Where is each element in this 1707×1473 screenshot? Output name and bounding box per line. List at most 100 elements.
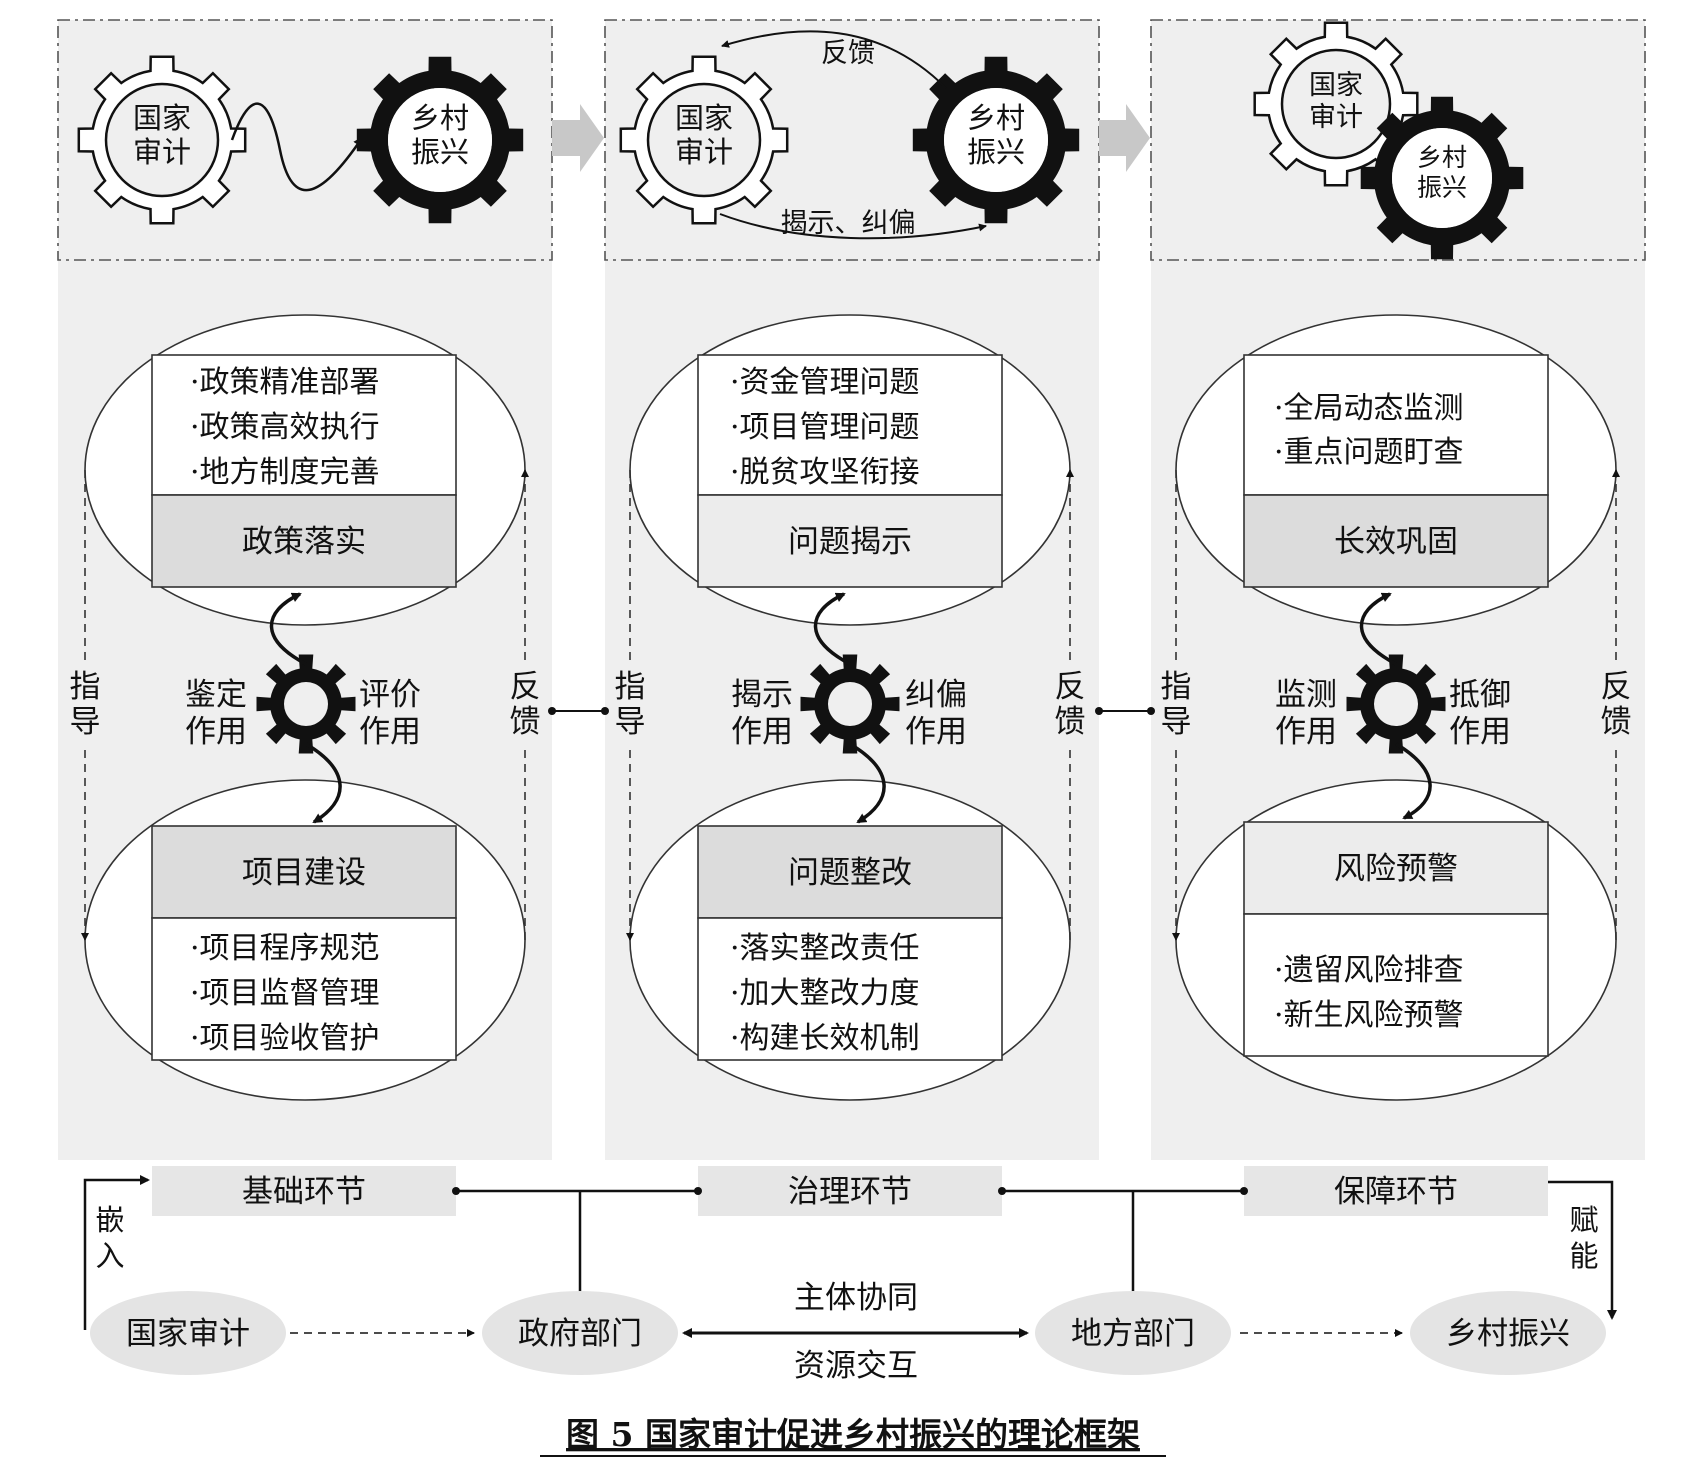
stage-2-feedback-label: 反馈	[821, 38, 875, 69]
stage-3-gear-frame	[1150, 19, 1646, 261]
actor-local	[1035, 1291, 1231, 1375]
stage-2-upper-list-box	[697, 354, 1003, 496]
stage-3-up-curve-arrow	[1359, 592, 1397, 666]
stage-2-guide-line1: 指	[615, 669, 646, 705]
stage-2-guide-line2: 导	[615, 704, 646, 740]
synergy-label: 主体协同	[794, 1280, 918, 1316]
empower-label-line1: 赋	[1569, 1203, 1598, 1237]
stage-3-upper-item-1: ·全局动态监测	[1274, 391, 1464, 426]
stage-3-small-gear-icon	[1346, 654, 1446, 754]
audit-gear-icon	[1253, 21, 1419, 187]
stage-3-lower-list-box	[1243, 913, 1549, 1057]
stage-2-gear-left-line2: 审计	[675, 135, 733, 169]
embed-arrow	[83, 1175, 150, 1330]
stage-3-gear-left-line2: 审计	[1309, 102, 1363, 133]
progress-arrow-1	[552, 104, 604, 172]
stage-2-feedback-arrow	[721, 30, 947, 89]
stage-1-feedback-line2: 馈	[510, 704, 541, 740]
stage-3-down-curve-arrow	[1395, 742, 1432, 820]
phase-3-label: 保障环节	[1334, 1174, 1458, 1210]
stage-2-gear-right-line2: 振兴	[967, 135, 1025, 169]
stage-3-right-role-line2: 作用	[1449, 714, 1511, 750]
stage-3-upper-list-box	[1243, 354, 1549, 496]
stage-1-lower-header-box	[151, 825, 457, 919]
stage-1-gear-left-line2: 审计	[133, 135, 191, 169]
stage-2-gear-right-line1: 乡村	[967, 101, 1025, 135]
actor-national-audit	[90, 1291, 286, 1375]
stage-2-right-role-line1: 纠偏	[905, 677, 967, 713]
stage-2-reveal-label: 揭示、纠偏	[781, 208, 916, 239]
stage-1-up-curve-arrow	[269, 592, 307, 666]
stage-3-right-role-line1: 抵御	[1449, 677, 1511, 713]
stage-3-guide-line1: 指	[1161, 669, 1192, 705]
stage-2-lower-item-1: ·落实整改责任	[730, 931, 920, 966]
stage-3-guide-line2: 导	[1161, 704, 1192, 740]
stage-1-gears: 国家审计 乡村振兴	[77, 55, 524, 225]
stage-1-right-role-line1: 评价	[359, 677, 421, 713]
figure-caption: 图 5 国家审计促进乡村振兴的理论框架	[566, 1415, 1140, 1454]
rural-gear-icon	[1360, 96, 1524, 260]
empower-arrow	[1548, 1180, 1617, 1320]
stage-2-upper-item-1: ·资金管理问题	[730, 365, 920, 400]
stage-1-upper-header: 政策落实	[242, 524, 366, 560]
actor-local-label: 地方部门	[1071, 1316, 1195, 1352]
stage-1-upper-item-2: ·政策高效执行	[190, 410, 380, 445]
stage-2-feedback-line1: 反	[1055, 669, 1086, 705]
stage-2-up-curve-arrow	[813, 592, 851, 666]
stage-1-gear-frame	[57, 19, 553, 261]
stage-1-gear-left-line1: 国家	[133, 101, 191, 135]
phase-2-box	[698, 1166, 1002, 1216]
stage-3-upper-header-box	[1243, 494, 1549, 588]
stage-1-lower-list-box	[151, 917, 457, 1061]
phase-2-label: 治理环节	[788, 1174, 912, 1210]
stage-2-lower-item-3: ·构建长效机制	[730, 1021, 920, 1056]
audit-gear-icon	[619, 55, 789, 225]
stage-1-feedback-line1: 反	[510, 669, 541, 705]
stage-1-small-gear-icon	[256, 654, 356, 754]
stage-1-upper-item-3: ·地方制度完善	[190, 455, 380, 490]
stage-2-gear-frame	[604, 19, 1100, 261]
stage-1-gear-right-line1: 乡村	[411, 101, 469, 135]
empower-label-line2: 能	[1569, 1239, 1598, 1273]
stage-2-lower-item-2: ·加大整改力度	[730, 976, 920, 1011]
stage-1-lower-item-2: ·项目监督管理	[190, 976, 380, 1011]
rural-gear-icon	[356, 56, 524, 224]
stage-1-down-curve-arrow	[305, 742, 342, 824]
stage-1-guide-line2: 导	[70, 704, 101, 740]
stage-1-detail: ·政策精准部署 ·政策高效执行 ·地方制度完善 政策落实 项目建设 ·项目程序规…	[68, 314, 542, 1101]
stage-1-right-role-line2: 作用	[359, 714, 421, 750]
actor-government-label: 政府部门	[518, 1316, 642, 1352]
stage-2-left-role-line1: 揭示	[731, 677, 793, 713]
stage-1-left-role-line1: 鉴定	[185, 677, 247, 713]
stage-1-upper-header-box	[151, 494, 457, 588]
stage-3-detail: ·全局动态监测 ·重点问题盯查 长效巩固 风险预警 ·遗留风险排查 ·新生风险预…	[1159, 314, 1633, 1101]
stage-1-upper-item-1: ·政策精准部署	[190, 365, 380, 400]
stage-3-feedback-line2: 馈	[1601, 704, 1632, 740]
stage-1-wave-arrow	[230, 102, 364, 192]
stage-2-left-role-line2: 作用	[731, 714, 793, 750]
stage-3-gear-right-line1: 乡村	[1417, 143, 1467, 172]
stage-2-small-gear-icon	[800, 654, 900, 754]
progress-arrow-2	[1099, 104, 1150, 172]
stage-1-lower-header: 项目建设	[242, 855, 366, 891]
phase-row: 基础环节 治理环节 保障环节	[152, 1166, 1548, 1312]
actor-government	[482, 1291, 678, 1375]
stage-2-upper-header: 问题揭示	[788, 524, 912, 560]
actor-rural	[1410, 1291, 1606, 1375]
stage-2-upper-header-box	[697, 494, 1003, 588]
stage-1-gear-right-line2: 振兴	[411, 135, 469, 169]
embed-label-line2: 入	[95, 1239, 124, 1273]
stage-3-upper-item-2: ·重点问题盯查	[1274, 435, 1464, 470]
stage-2-detail: ·资金管理问题 ·项目管理问题 ·脱贫攻坚衔接 问题揭示 问题整改 ·落实整改责…	[613, 314, 1087, 1101]
stage-2-reveal-arrow	[719, 213, 987, 240]
phase-3-box	[1244, 1166, 1548, 1216]
rural-gear-icon	[912, 56, 1080, 224]
stage-1-lower-item-1: ·项目程序规范	[190, 931, 380, 966]
stage-2-gear-left-line1: 国家	[675, 101, 733, 135]
stage-2-feedback-line2: 馈	[1055, 704, 1086, 740]
stage-3-left-role-line2: 作用	[1275, 714, 1337, 750]
stage-3-lower-header-box	[1243, 821, 1549, 915]
